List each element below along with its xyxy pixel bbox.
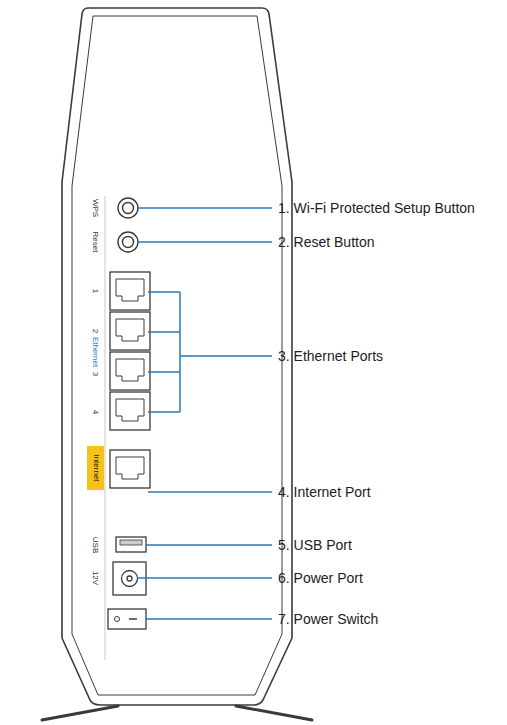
- port-label: 1: [91, 289, 99, 293]
- reset-button: [118, 232, 138, 252]
- internet-highlight: [87, 446, 104, 490]
- port-socket: [116, 279, 144, 301]
- port-socket: [116, 457, 144, 479]
- port-label: Ethernet: [91, 337, 99, 367]
- power-switch-off: [115, 617, 120, 622]
- reset-button-core: [123, 237, 134, 248]
- leader-line: [146, 618, 272, 620]
- port-label: 12V: [91, 571, 99, 585]
- leader-line: [137, 577, 272, 579]
- leader-line: [148, 491, 272, 493]
- router-panel: [72, 16, 282, 695]
- leader-line: [138, 241, 272, 243]
- callout-text: 6. Power Port: [278, 571, 363, 585]
- callout-text: 5. USB Port: [278, 538, 352, 552]
- port-label: USB: [91, 537, 99, 553]
- port-socket: [116, 359, 144, 381]
- wps-button-core: [123, 203, 134, 214]
- callout-text: 1. Wi-Fi Protected Setup Button: [278, 201, 475, 215]
- usb-port-inner: [120, 540, 142, 545]
- ethernet-port: [110, 272, 150, 310]
- power-switch-on: [129, 618, 137, 620]
- port-label: 2: [91, 329, 99, 333]
- callout-text: 7. Power Switch: [278, 612, 378, 626]
- port-socket: [116, 319, 144, 341]
- power-switch: [108, 609, 146, 629]
- port-label: WPS: [91, 199, 99, 217]
- power-port-pin: [127, 576, 132, 581]
- ethernet-port: [110, 312, 150, 350]
- usb-port: [116, 537, 146, 552]
- port-socket: [116, 399, 144, 421]
- port-label: 4: [91, 410, 99, 414]
- router-foot: [42, 706, 312, 720]
- ethernet-port: [110, 392, 150, 430]
- power-port-jack: [122, 571, 138, 587]
- internet-port: [110, 450, 150, 488]
- callout-text: 3. Ethernet Ports: [278, 349, 383, 363]
- wps-button: [118, 198, 138, 218]
- callout-text: 4. Internet Port: [278, 485, 371, 499]
- label-strip-line: [105, 196, 106, 660]
- router-housing: [62, 8, 292, 705]
- callout-text: 2. Reset Button: [278, 235, 375, 249]
- leader-bracket: [148, 292, 272, 412]
- leader-line: [146, 544, 272, 546]
- ethernet-port: [110, 352, 150, 390]
- port-label: Internet: [92, 454, 100, 481]
- port-label: Reset: [91, 232, 99, 253]
- leader-line: [138, 207, 272, 209]
- port-label: 3: [91, 372, 99, 376]
